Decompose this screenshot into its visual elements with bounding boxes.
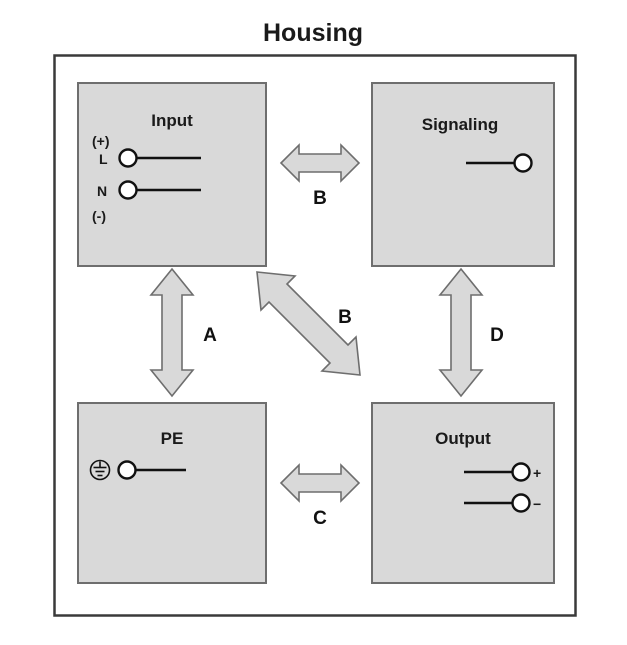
block-output-rect [371,402,555,584]
block-pe: PE [77,402,267,584]
block-signaling-rect [371,82,555,267]
arrow-d-shape [438,267,484,398]
block-output-label: Output [435,429,491,448]
arrow-b-top-label: B [313,188,327,209]
arrow-b-diagonal-shape [256,271,361,376]
block-output: Output + − [371,402,555,584]
arrow-d-label: D [490,325,504,346]
input-neutral-terminal-circle [118,180,138,200]
signaling-terminal-circle [513,153,533,173]
page-title: Housing [263,19,363,47]
input-minus-marker-label: (-) [92,208,106,224]
arrow-c-label: C [313,508,327,529]
block-input-rect [77,82,267,267]
arrow-a: A [149,267,217,398]
block-input: Input (+) L N (-) [77,82,267,267]
arrow-b-diagonal-label: B [338,307,352,328]
pe-terminal-circle [117,460,137,480]
input-plus-marker-label: (+) [92,133,110,149]
arrow-c: C [279,463,361,529]
block-signaling: Signaling [371,82,555,267]
input-line-terminal-circle [118,148,138,168]
arrow-b-top: B [279,143,361,209]
output-negative-terminal-circle [511,493,531,513]
output-negative-terminal-label: − [533,496,541,512]
housing-border [53,54,577,617]
block-pe-rect [77,402,267,584]
arrow-a-label: A [203,325,217,346]
arrow-d: D [438,267,504,398]
output-positive-terminal-label: + [533,465,541,481]
arrow-c-shape [279,463,361,503]
block-pe-label: PE [161,429,184,448]
block-input-label: Input [151,111,193,130]
arrow-b-diagonal: B [256,271,361,376]
output-positive-terminal-circle [511,462,531,482]
block-signaling-label: Signaling [422,115,499,134]
input-neutral-terminal-label: N [97,183,107,199]
input-line-terminal-label: L [99,151,108,167]
arrow-a-shape [149,267,195,398]
protective-earth-icon [89,459,111,481]
arrow-b-top-shape [279,143,361,183]
